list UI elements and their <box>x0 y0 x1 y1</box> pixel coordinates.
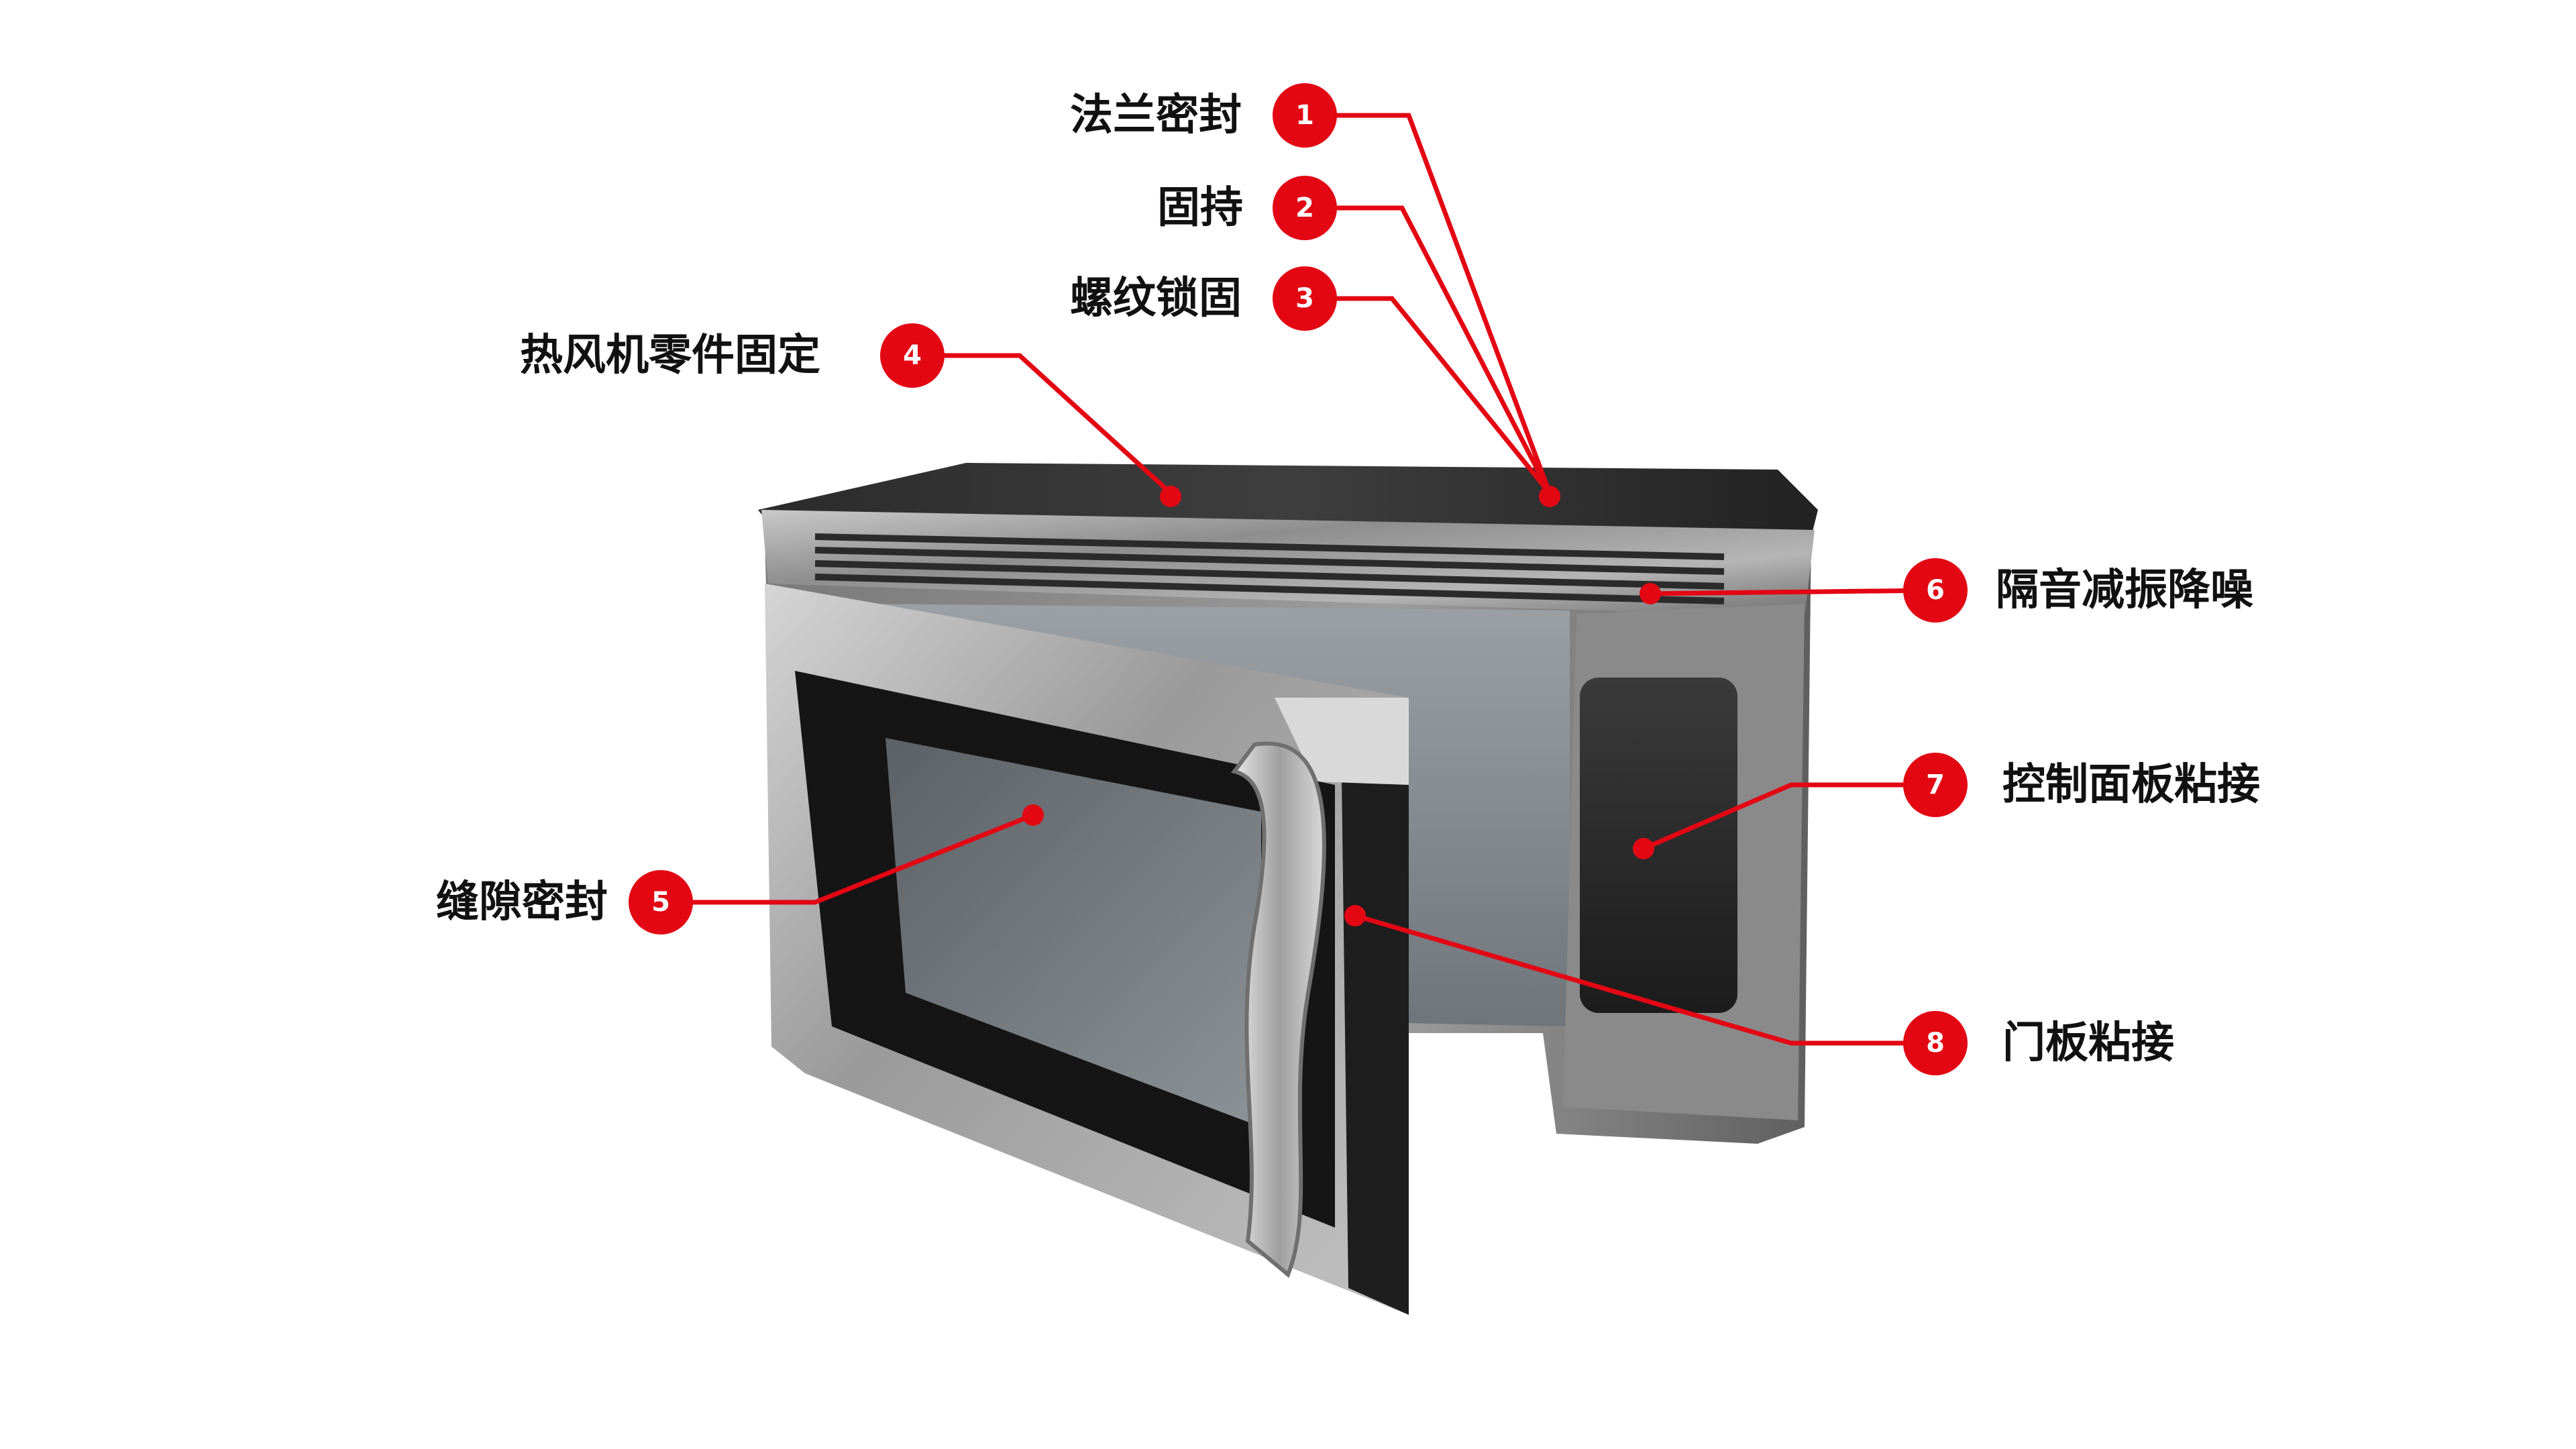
callout-line-2 <box>1305 205 1552 494</box>
callout-line-6 <box>1650 588 1936 596</box>
anchor-dot-8 <box>1344 905 1366 926</box>
callout-badge-4: 4 <box>880 323 945 388</box>
callout-line-7 <box>1642 782 1935 851</box>
anchor-dot-5 <box>1022 804 1044 826</box>
callout-badge-5: 5 <box>629 870 693 934</box>
callout-badge-8: 8 <box>1903 1011 1968 1075</box>
callout-label-1: 法兰密封 <box>1070 91 1242 140</box>
callout-badge-2: 2 <box>1273 176 1337 240</box>
vent-slots <box>814 533 1725 604</box>
callout-badge-7: 7 <box>1903 753 1968 817</box>
callout-line-4 <box>912 353 1173 495</box>
callout-label-4: 热风机零件固定 <box>520 331 820 380</box>
callout-label-3: 螺纹锁固 <box>1070 274 1242 323</box>
callout-badge-1: 1 <box>1273 83 1337 148</box>
anchor-dot-7 <box>1633 838 1654 859</box>
callout-label-6: 隔音减振降噪 <box>1996 566 2253 615</box>
callout-badge-6: 6 <box>1903 558 1968 623</box>
callout-line-5 <box>661 812 1034 905</box>
callout-label-7: 控制面板粘接 <box>2002 760 2260 810</box>
control-panel <box>1580 678 1737 1013</box>
door-handle <box>1230 741 1326 1278</box>
callout-line-1 <box>1305 113 1552 494</box>
anchor-dot-1 <box>1539 486 1560 507</box>
callout-line-8 <box>1354 913 1935 1046</box>
callout-label-8: 门板粘接 <box>2002 1018 2174 1068</box>
callout-label-2: 固持 <box>1157 183 1243 233</box>
callout-badge-3: 3 <box>1273 266 1337 331</box>
anchor-dot-4 <box>1160 486 1181 507</box>
anchor-dot-6 <box>1640 583 1661 604</box>
callout-label-5: 缝隙密封 <box>436 877 608 927</box>
